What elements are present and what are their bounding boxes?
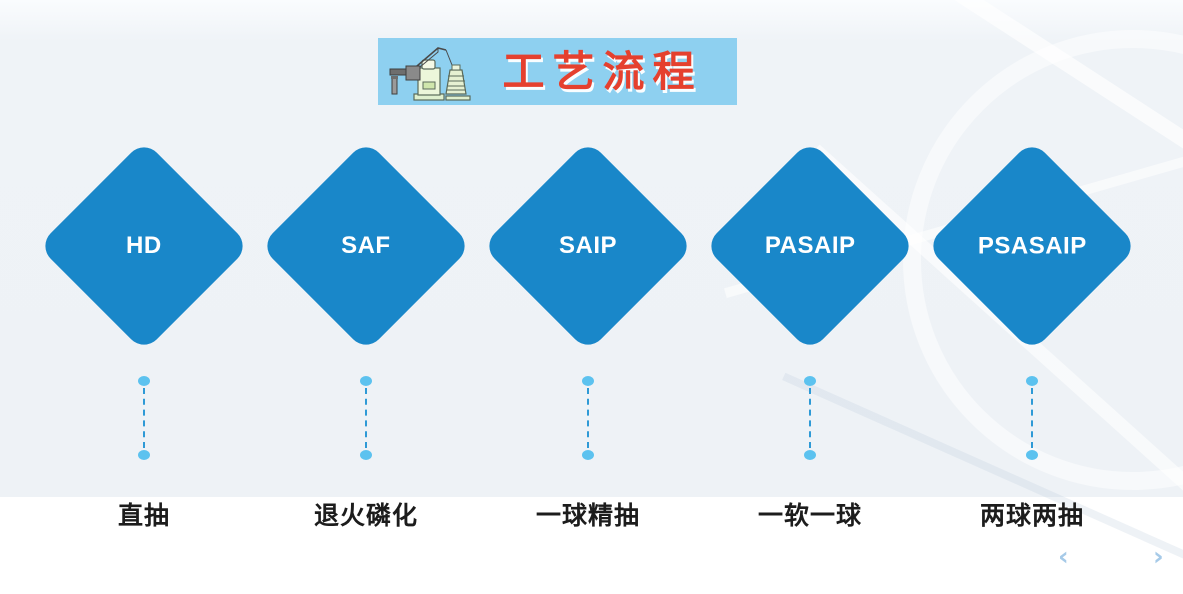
connector-dash-line — [143, 388, 145, 448]
connector-dash-line — [587, 388, 589, 448]
connector-dash-line — [365, 388, 367, 448]
step-label-tuihuolinhua: 退火磷化 — [313, 502, 418, 530]
connector-dash-line — [809, 388, 811, 448]
drawing-machine-icon — [389, 46, 471, 101]
next-slide-arrow-icon[interactable]: › — [1153, 542, 1164, 572]
connector-dash-line — [1031, 388, 1033, 448]
connector-dot — [360, 376, 372, 386]
dashed-connector — [359, 374, 373, 464]
flow-node-code: PASAIP — [764, 231, 856, 259]
step-label-yiruanyiqiu: 一软一球 — [757, 502, 862, 530]
flow-node-hd: HD — [37, 139, 251, 353]
flow-node-saf: SAF — [259, 139, 473, 353]
connector-dot — [1026, 450, 1038, 460]
title-banner: 工艺流程 — [378, 38, 737, 105]
flow-node-code: SAIP — [558, 231, 618, 259]
flow-node-saip: SAIP — [481, 139, 695, 353]
connector-dot — [582, 450, 594, 460]
step-label-liangqiuliangchou: 两球两抽 — [979, 502, 1084, 530]
connector-dot — [804, 450, 816, 460]
prev-slide-arrow-icon[interactable]: ‹ — [1058, 542, 1069, 572]
dashed-connector — [581, 374, 595, 464]
flow-node-psasaip: PSASAIP — [925, 139, 1139, 353]
connector-dot — [138, 450, 150, 460]
connector-dot — [804, 376, 816, 386]
flow-node-code: SAF — [341, 232, 391, 259]
connector-dot — [582, 376, 594, 386]
page-title: 工艺流程 — [502, 46, 703, 96]
dashed-connector — [137, 374, 151, 464]
flow-node-code: PSASAIP — [977, 232, 1087, 259]
connector-dot — [360, 450, 372, 460]
flow-node-code: HD — [126, 231, 162, 259]
flow-node-pasaip: PASAIP — [703, 139, 917, 353]
step-label-zhichou: 直抽 — [117, 502, 170, 530]
dashed-connector — [803, 374, 817, 464]
step-label-yiqiujingchou: 一球精抽 — [535, 502, 640, 530]
dashed-connector — [1025, 374, 1039, 464]
connector-dot — [1026, 376, 1038, 386]
connector-dot — [138, 376, 150, 386]
